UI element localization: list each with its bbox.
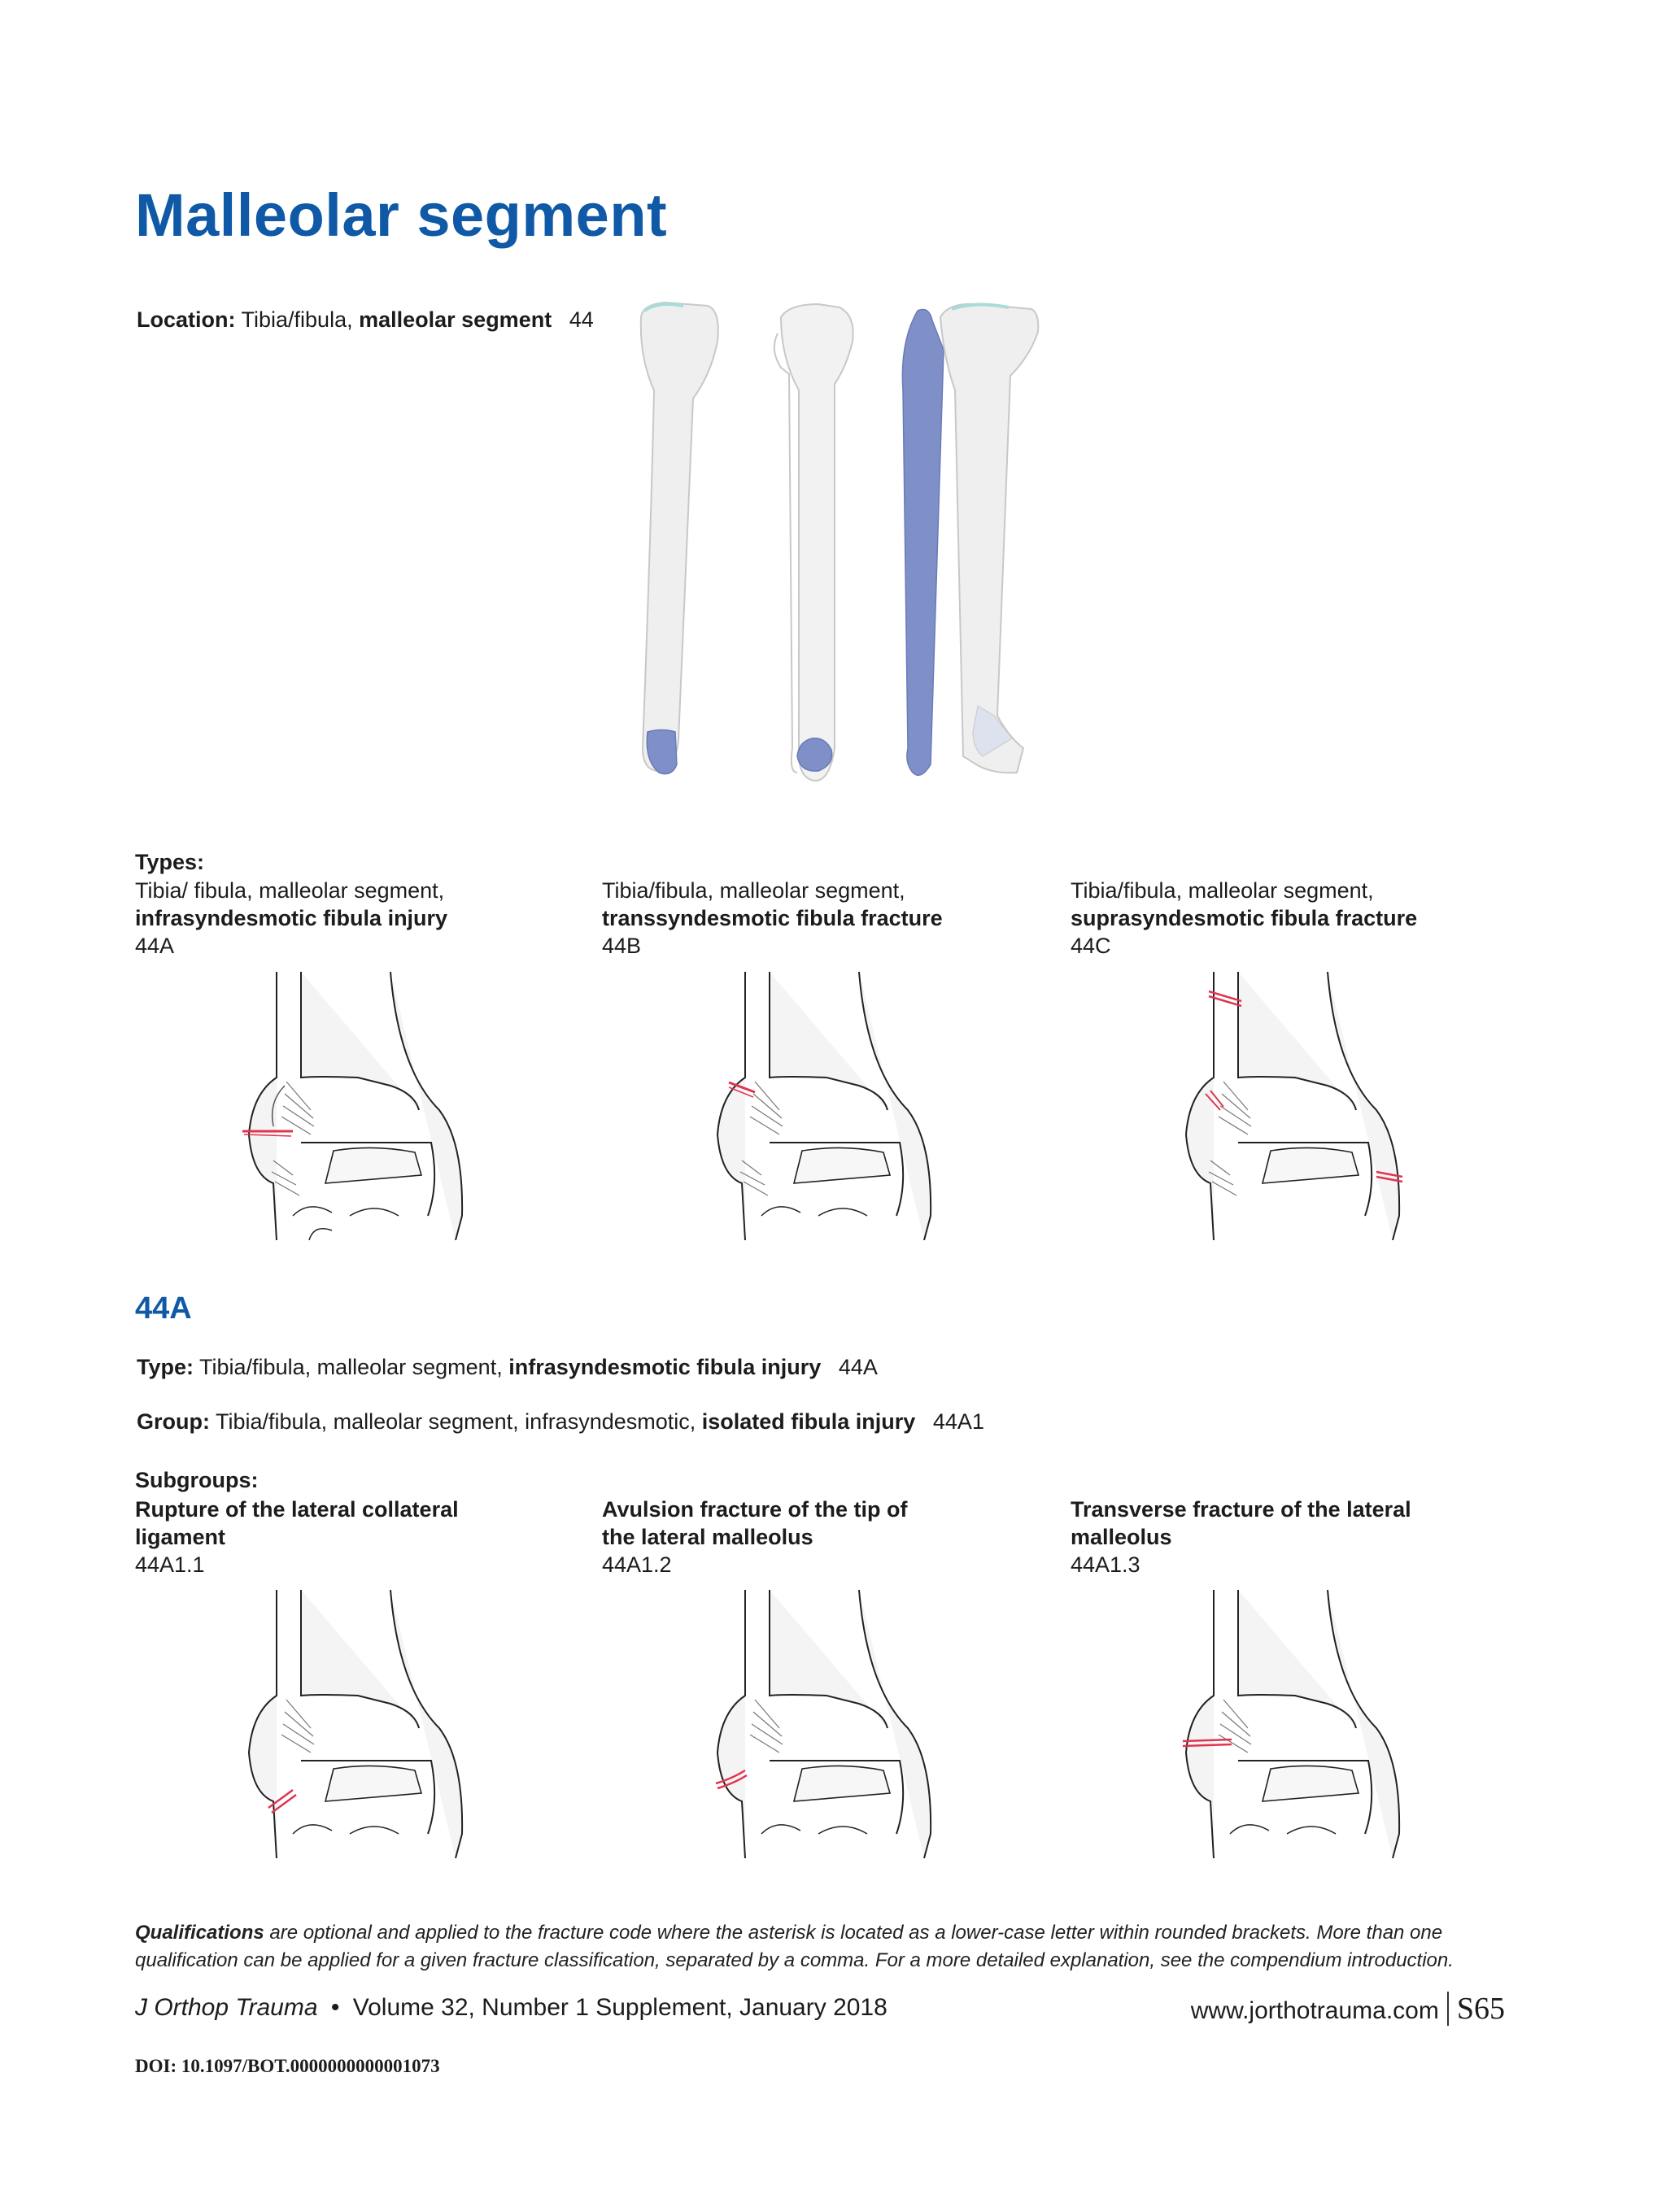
type-code: 44B bbox=[602, 932, 1041, 960]
tibia-fibula-illustration bbox=[626, 293, 1066, 797]
type-code: 44A bbox=[135, 932, 574, 960]
subgroup-name-line1: Transverse fracture of the lateral bbox=[1071, 1496, 1494, 1523]
footer-right: www.jorthotrauma.com S65 bbox=[1191, 1991, 1505, 2027]
type-description: Tibia/fibula, malleolar segment, bbox=[1071, 877, 1510, 904]
type-line: Type: Tibia/fibula, malleolar segment, i… bbox=[137, 1355, 878, 1380]
journal-issue: Volume 32, Number 1 Supplement, January … bbox=[353, 1994, 888, 2021]
type-name: infrasyndesmotic fibula injury bbox=[135, 904, 574, 932]
subgroup-code: 44A1.3 bbox=[1071, 1551, 1494, 1578]
group-label: Group: bbox=[137, 1409, 210, 1434]
qualifications-label: Qualifications bbox=[135, 1922, 264, 1944]
type-item-44a: Tibia/ fibula, malleolar segment, infras… bbox=[135, 877, 574, 960]
ankle-illustration-44a bbox=[236, 972, 480, 1240]
ankle-illustration-44b bbox=[704, 972, 949, 1240]
section-heading-44a: 44A bbox=[135, 1291, 192, 1326]
journal-name: J Orthop Trauma bbox=[135, 1994, 318, 2021]
location-label: Location: bbox=[137, 307, 236, 332]
ankle-illustration-44a1-3 bbox=[1173, 1590, 1417, 1858]
subgroup-name-line2: the lateral malleolus bbox=[602, 1523, 1025, 1551]
qualifications-note: Qualifications are optional and applied … bbox=[135, 1919, 1534, 1975]
types-heading: Types: bbox=[135, 850, 204, 875]
location-code: 44 bbox=[569, 307, 594, 332]
group-line: Group: Tibia/fibula, malleolar segment, … bbox=[137, 1409, 984, 1435]
qualifications-text: are optional and applied to the fracture… bbox=[135, 1922, 1454, 1971]
subgroups-heading: Subgroups: bbox=[135, 1468, 258, 1493]
type-description: Tibia/fibula, malleolar segment, bbox=[602, 877, 1041, 904]
type-item-44c: Tibia/fibula, malleolar segment, suprasy… bbox=[1071, 877, 1510, 960]
subgroup-item-44a1-3: Transverse fracture of the lateral malle… bbox=[1071, 1496, 1494, 1578]
type-name: transsyndesmotic fibula fracture bbox=[602, 904, 1041, 932]
type-description: Tibia/ fibula, malleolar segment, bbox=[135, 877, 574, 904]
subgroup-name-line2: malleolus bbox=[1071, 1523, 1494, 1551]
ankle-illustration-44a1-2 bbox=[704, 1590, 949, 1858]
ankle-illustration-44a1-1 bbox=[236, 1590, 480, 1858]
subgroup-code: 44A1.2 bbox=[602, 1551, 1025, 1578]
type-text: Tibia/fibula, malleolar segment, bbox=[199, 1355, 508, 1379]
type-code: 44A bbox=[839, 1355, 878, 1379]
group-name: isolated fibula injury bbox=[702, 1409, 916, 1434]
subgroup-name-line1: Avulsion fracture of the tip of bbox=[602, 1496, 1025, 1523]
type-label: Type: bbox=[137, 1355, 194, 1379]
page-title: Malleolar segment bbox=[135, 181, 667, 250]
location-segment: malleolar segment bbox=[359, 307, 552, 332]
subgroup-item-44a1-1: Rupture of the lateral collateral ligame… bbox=[135, 1496, 558, 1578]
group-code: 44A1 bbox=[933, 1409, 984, 1434]
location-text: Tibia/fibula, bbox=[242, 307, 360, 332]
footer-bullet: • bbox=[331, 1994, 340, 2021]
type-item-44b: Tibia/fibula, malleolar segment, transsy… bbox=[602, 877, 1041, 960]
group-text: Tibia/fibula, malleolar segment, infrasy… bbox=[216, 1409, 702, 1434]
doi-line: DOI: 10.1097/BOT.0000000000001073 bbox=[135, 2056, 440, 2077]
subgroup-item-44a1-2: Avulsion fracture of the tip of the late… bbox=[602, 1496, 1025, 1578]
subgroup-name-line1: Rupture of the lateral collateral bbox=[135, 1496, 558, 1523]
subgroup-code: 44A1.1 bbox=[135, 1551, 558, 1578]
location-line: Location: Tibia/fibula, malleolar segmen… bbox=[137, 307, 594, 333]
journal-footer: J Orthop Trauma • Volume 32, Number 1 Su… bbox=[135, 1994, 888, 2022]
subgroup-name-line2: ligament bbox=[135, 1523, 558, 1551]
type-name: infrasyndesmotic fibula injury bbox=[508, 1355, 821, 1379]
ankle-illustration-44c bbox=[1173, 972, 1417, 1240]
journal-website[interactable]: www.jorthotrauma.com bbox=[1191, 1997, 1439, 2024]
page-number: S65 bbox=[1447, 1992, 1505, 2026]
type-code: 44C bbox=[1071, 932, 1510, 960]
type-name: suprasyndesmotic fibula fracture bbox=[1071, 904, 1510, 932]
